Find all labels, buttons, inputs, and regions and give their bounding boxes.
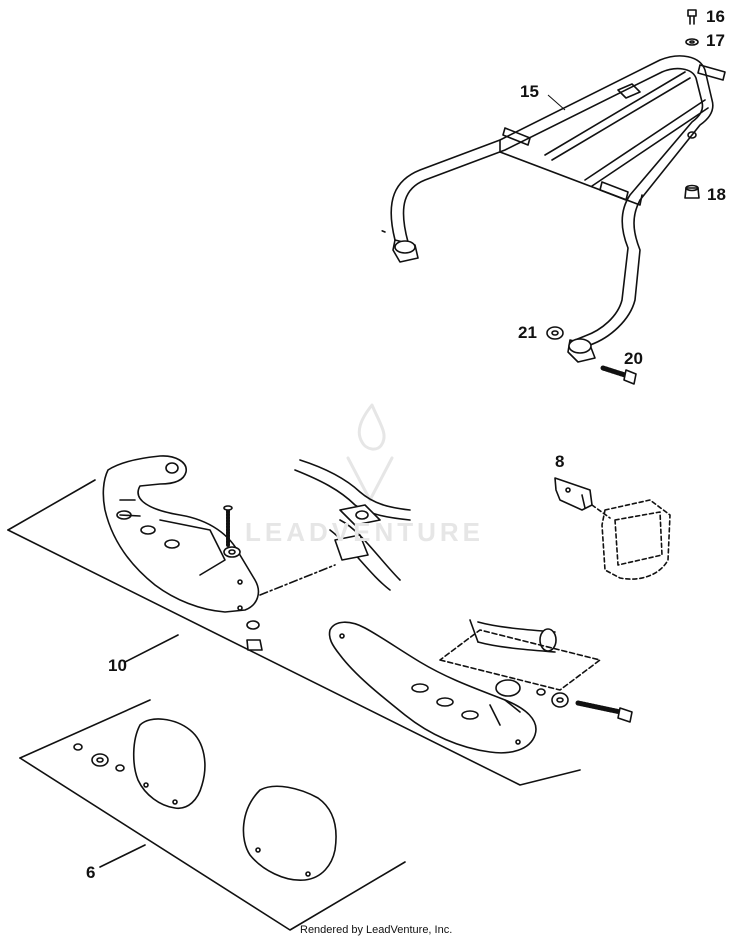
handguard-right <box>328 619 633 754</box>
shield-kit-outline <box>19 699 406 931</box>
callout-18: 18 <box>707 185 726 204</box>
callout-17: 17 <box>706 31 725 50</box>
callout-21: 21 <box>518 323 537 342</box>
watermark-logo <box>357 403 386 451</box>
callout-15: 15 <box>520 82 539 101</box>
handguard-kit-outline <box>7 479 581 786</box>
callout-8: 8 <box>555 452 565 471</box>
rack-bolt-washer <box>546 326 637 385</box>
handguard-left <box>102 455 336 651</box>
callout-10: 10 <box>108 656 127 675</box>
footer-credit: Rendered by LeadVenture, Inc. <box>300 924 453 936</box>
callout-6: 6 <box>86 863 96 882</box>
mirror-bracket <box>554 477 671 580</box>
wind-deflectors <box>73 718 337 881</box>
rack-hardware <box>684 9 700 199</box>
callout-16: 16 <box>706 7 725 26</box>
rear-rack <box>379 55 726 363</box>
callout-20: 20 <box>624 349 643 368</box>
handlebar-clamp <box>294 459 411 591</box>
watermark-text: LEADVENTURE <box>245 517 485 547</box>
